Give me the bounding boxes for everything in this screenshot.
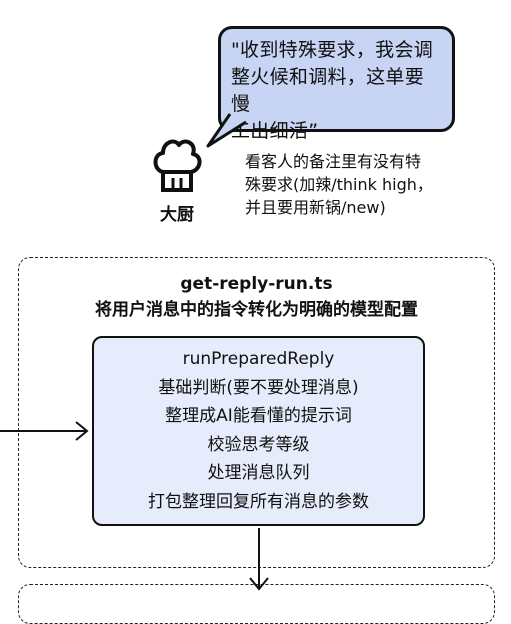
outgoing-arrow: [249, 528, 269, 591]
speech-bubble: "收到特殊要求，我会调 整火候和调料，这单要慢 工出细活”: [218, 26, 455, 142]
function-step: 打包整理回复所有消息的参数: [148, 491, 369, 512]
bubble-line-3: 工出细活”: [231, 120, 319, 142]
note-line-3: 并且要用新锅/new): [245, 198, 386, 217]
note-line-2: 殊要求(加辣/think high，: [245, 175, 433, 194]
function-step: 处理消息队列: [207, 463, 310, 483]
module-title: get-reply-run.ts: [180, 274, 333, 294]
chef-label: 大厨: [160, 205, 194, 225]
note-line-1: 看客人的备注里有没有特: [245, 152, 422, 171]
bubble-line-1: "收到特殊要求，我会调: [231, 39, 434, 61]
function-box: runPreparedReply 基础判断(要不要处理消息) 整理成AI能看懂的…: [92, 336, 425, 526]
function-name: runPreparedReply: [182, 349, 335, 369]
module-subtitle: 将用户消息中的指令转化为明确的模型配置: [95, 300, 418, 320]
incoming-arrow: [0, 421, 89, 441]
function-step: 校验思考等级: [207, 434, 310, 455]
function-step: 整理成AI能看懂的提示词: [165, 406, 352, 426]
connector-arrows: [0, 421, 269, 591]
bubble-tail: [206, 113, 247, 148]
chef-hat-icon: [153, 139, 202, 192]
function-step: 基础判断(要不要处理消息): [158, 377, 359, 398]
chef-note: 看客人的备注里有没有特 殊要求(加辣/think high， 并且要用新锅/ne…: [245, 150, 475, 219]
module-container: [18, 257, 495, 568]
bubble-line-2: 整火候和调料，这单要慢: [231, 66, 425, 115]
